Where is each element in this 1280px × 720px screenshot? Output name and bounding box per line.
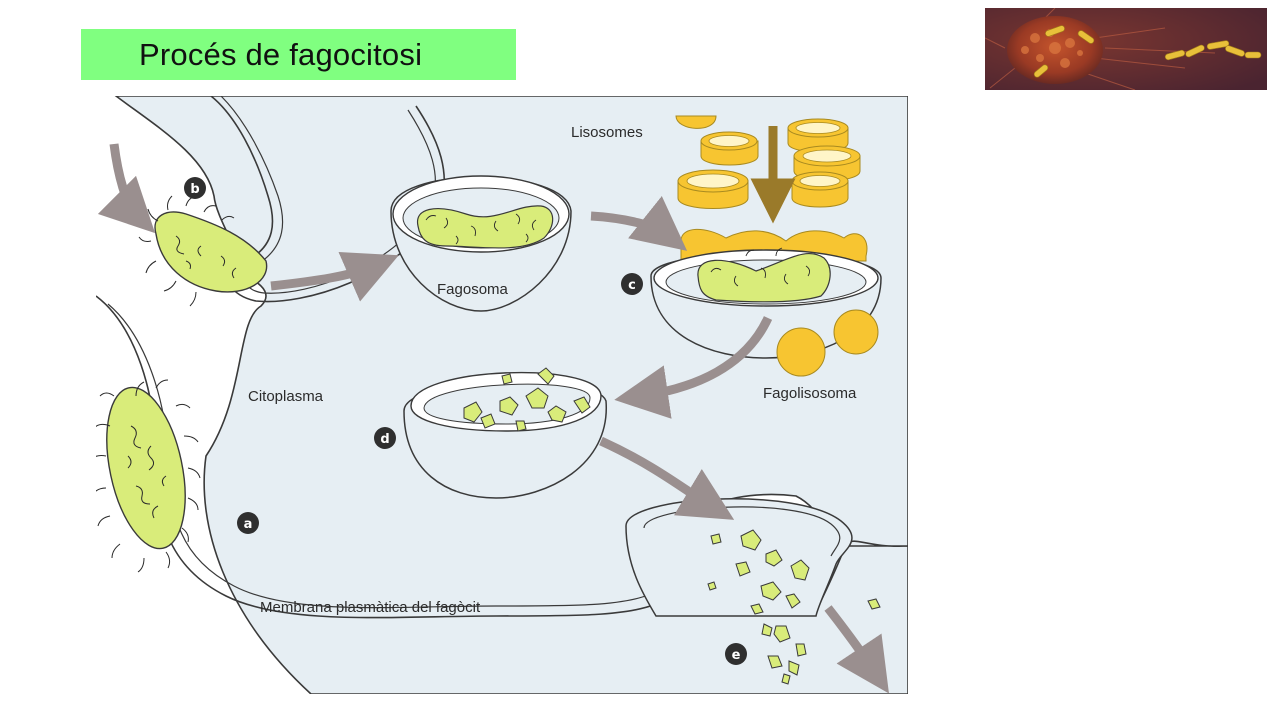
label-lisosomes: Lisosomes bbox=[571, 124, 643, 141]
step-badge-a: a bbox=[237, 512, 259, 534]
label-fagosoma: Fagosoma bbox=[437, 281, 509, 298]
lysosome bbox=[787, 118, 849, 153]
svg-text:c: c bbox=[628, 278, 636, 293]
lysosomes-group bbox=[675, 115, 861, 209]
phagocytosis-diagram: Fagosoma bbox=[96, 96, 908, 694]
svg-text:e: e bbox=[732, 648, 741, 663]
phagosome bbox=[390, 175, 572, 312]
phagolysosome bbox=[650, 228, 882, 377]
residual-body bbox=[403, 367, 607, 499]
arrow-to-exocytosis bbox=[599, 436, 735, 520]
lysosome bbox=[791, 171, 849, 208]
lysosome bbox=[677, 169, 749, 209]
process-arrows bbox=[97, 143, 889, 694]
title-banner: Procés de fagocitosi bbox=[81, 29, 516, 80]
label-membrana: Membrana plasmàtica del fagòcit bbox=[260, 599, 481, 616]
bacterium-b bbox=[138, 195, 268, 307]
step-badge-e: e bbox=[725, 643, 747, 665]
label-fagolisosoma: Fagolisosoma bbox=[763, 385, 857, 402]
svg-text:a: a bbox=[244, 517, 253, 532]
step-badge-d: d bbox=[374, 427, 396, 449]
svg-text:d: d bbox=[380, 432, 389, 447]
label-citoplasma: Citoplasma bbox=[248, 388, 324, 405]
exocytosis-vesicle bbox=[625, 498, 881, 685]
step-badge-c: c bbox=[621, 273, 643, 295]
page-title: Procés de fagocitosi bbox=[139, 36, 423, 72]
step-badge-b: b bbox=[184, 177, 206, 199]
arrow-to-phagolysosome bbox=[590, 196, 688, 251]
bacterium-a bbox=[96, 379, 201, 573]
lysosome bbox=[700, 131, 759, 166]
arrow-to-phagosome bbox=[270, 251, 399, 302]
svg-text:b: b bbox=[190, 182, 199, 197]
arrow-into-cell bbox=[97, 143, 156, 234]
arrow-to-residual-body bbox=[614, 316, 773, 419]
arrow-exit bbox=[824, 605, 889, 694]
macrophage-micrograph-image bbox=[985, 8, 1267, 90]
